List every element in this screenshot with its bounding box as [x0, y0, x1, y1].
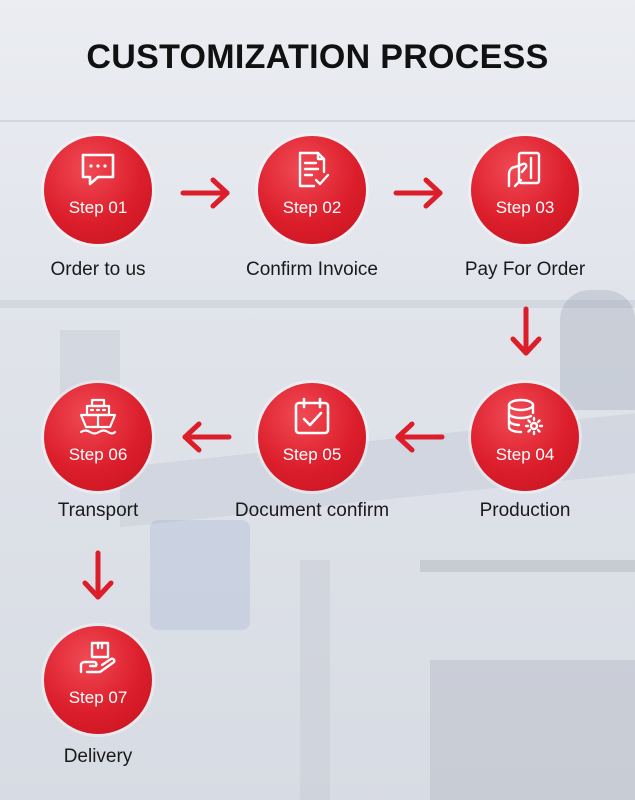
step-circle: Step 06: [44, 383, 152, 491]
arrow-left: [393, 420, 445, 454]
step-circle: Step 05: [258, 383, 366, 491]
step-caption: Order to us: [50, 259, 146, 280]
step-circle: Step 02: [258, 136, 366, 244]
step-caption: Pay For Order: [464, 259, 586, 280]
step-caption: Confirm Invoice: [246, 259, 378, 280]
step-07: Step 07: [44, 626, 152, 734]
step-label: Step 02: [282, 198, 342, 217]
step-label: Step 07: [68, 688, 128, 707]
step-05: Step 05: [258, 383, 366, 491]
step-label: Step 05: [282, 445, 342, 464]
step-label: Step 01: [68, 198, 128, 217]
arrow-right: [180, 176, 232, 210]
step-caption: Document confirm: [234, 500, 390, 521]
step-circle: Step 03: [471, 136, 579, 244]
database-gear-icon: [507, 398, 544, 436]
arrow-down: [509, 306, 543, 358]
step-circle: Step 04: [471, 383, 579, 491]
step-circle: Step 01: [44, 136, 152, 244]
step-label: Step 06: [68, 445, 128, 464]
step-03: Step 03: [471, 136, 579, 244]
step-02: Step 02: [258, 136, 366, 244]
step-label: Step 03: [495, 198, 555, 217]
calendar-check-icon: [294, 397, 330, 435]
page-title: CUSTOMIZATION PROCESS: [86, 38, 549, 76]
hand-box-icon: [79, 641, 116, 674]
arrow-down: [81, 550, 115, 602]
step-06: Step 06: [44, 383, 152, 491]
ship-icon: [79, 398, 117, 435]
step-circle: Step 07: [44, 626, 152, 734]
step-04: Step 04: [471, 383, 579, 491]
step-caption: Production: [479, 500, 571, 521]
step-caption: Delivery: [63, 746, 133, 767]
arrow-right: [393, 176, 445, 210]
hand-card-icon: [507, 151, 541, 188]
step-01: Step 01: [44, 136, 152, 244]
step-label: Step 04: [495, 445, 555, 464]
chat-bubble-icon: [81, 153, 115, 186]
invoice-check-icon: [298, 151, 330, 188]
arrow-left: [180, 420, 232, 454]
step-caption: Transport: [57, 500, 139, 521]
